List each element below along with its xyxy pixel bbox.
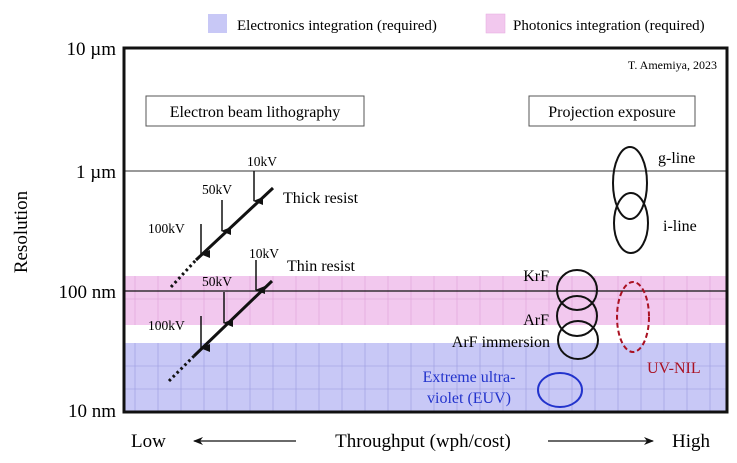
uvnil-label: UV-NIL <box>647 360 701 377</box>
projection-section-label: Projection exposure <box>548 104 676 121</box>
y-axis-title: Resolution <box>11 190 32 273</box>
thick-10kv-label: 10kV <box>247 154 277 169</box>
legend: Electronics integration (required) Photo… <box>208 13 705 34</box>
thick-resist-extrapolation <box>169 258 198 289</box>
euv-label-line1: Extreme ultra- <box>423 369 516 386</box>
legend-label-photonics: Photonics integration (required) <box>513 18 705 34</box>
plot-frame <box>122 46 729 414</box>
thick-100kv-label: 100kV <box>148 221 185 236</box>
g-line-label: g-line <box>658 150 695 167</box>
y-tick-1um: 1 µm <box>76 162 116 183</box>
thin-10kv-label: 10kV <box>249 246 279 261</box>
thick-50kv-label: 50kV <box>202 182 232 197</box>
ebl-section-label: Electron beam lithography <box>170 104 341 121</box>
arf-ellipse <box>556 295 598 337</box>
euv-ellipse <box>537 372 583 408</box>
thin-50kv-label: 50kV <box>202 274 232 289</box>
ebl-section-box <box>145 95 365 127</box>
x-axis-low: Low <box>131 431 166 452</box>
i-line-label: i-line <box>663 218 697 235</box>
legend-swatch-photonics <box>485 13 506 34</box>
uvnil-ellipse <box>616 281 650 353</box>
credit: T. Amemiya, 2023 <box>628 58 717 72</box>
euv-label-line2: violet (EUV) <box>427 390 511 407</box>
legend-swatch-electronics <box>208 14 227 33</box>
electronics-band <box>124 343 727 412</box>
projection-section-box <box>528 95 696 127</box>
krf-ellipse <box>556 269 598 311</box>
thin-100kv-label: 100kV <box>148 318 185 333</box>
thin-resist-label: Thin resist <box>287 258 356 275</box>
x-axis-high: High <box>672 431 711 452</box>
y-tick-10um: 10 µm <box>67 39 117 60</box>
thick-resist-label: Thick resist <box>283 190 359 207</box>
legend-label-electronics: Electronics integration (required) <box>237 18 437 34</box>
x-axis-title: Throughput (wph/cost) <box>335 431 511 452</box>
i-line-ellipse <box>613 192 649 254</box>
arf-immersion-ellipse <box>557 320 599 360</box>
arf-label: ArF <box>523 312 549 329</box>
thin-resist-extrapolation <box>167 354 196 383</box>
integration-bands <box>124 276 727 412</box>
y-tick-10nm: 10 nm <box>68 401 116 422</box>
krf-label: KrF <box>523 268 549 285</box>
y-tick-100nm: 100 nm <box>58 282 116 303</box>
arf-immersion-label: ArF immersion <box>452 334 550 351</box>
electronics-grid <box>124 343 727 412</box>
g-line-ellipse <box>612 146 648 220</box>
thin-resist-group: Thin resist 10kV 50kV 100kV <box>148 246 356 383</box>
thick-resist-group: Thick resist 10kV 50kV 100kV <box>148 154 359 289</box>
